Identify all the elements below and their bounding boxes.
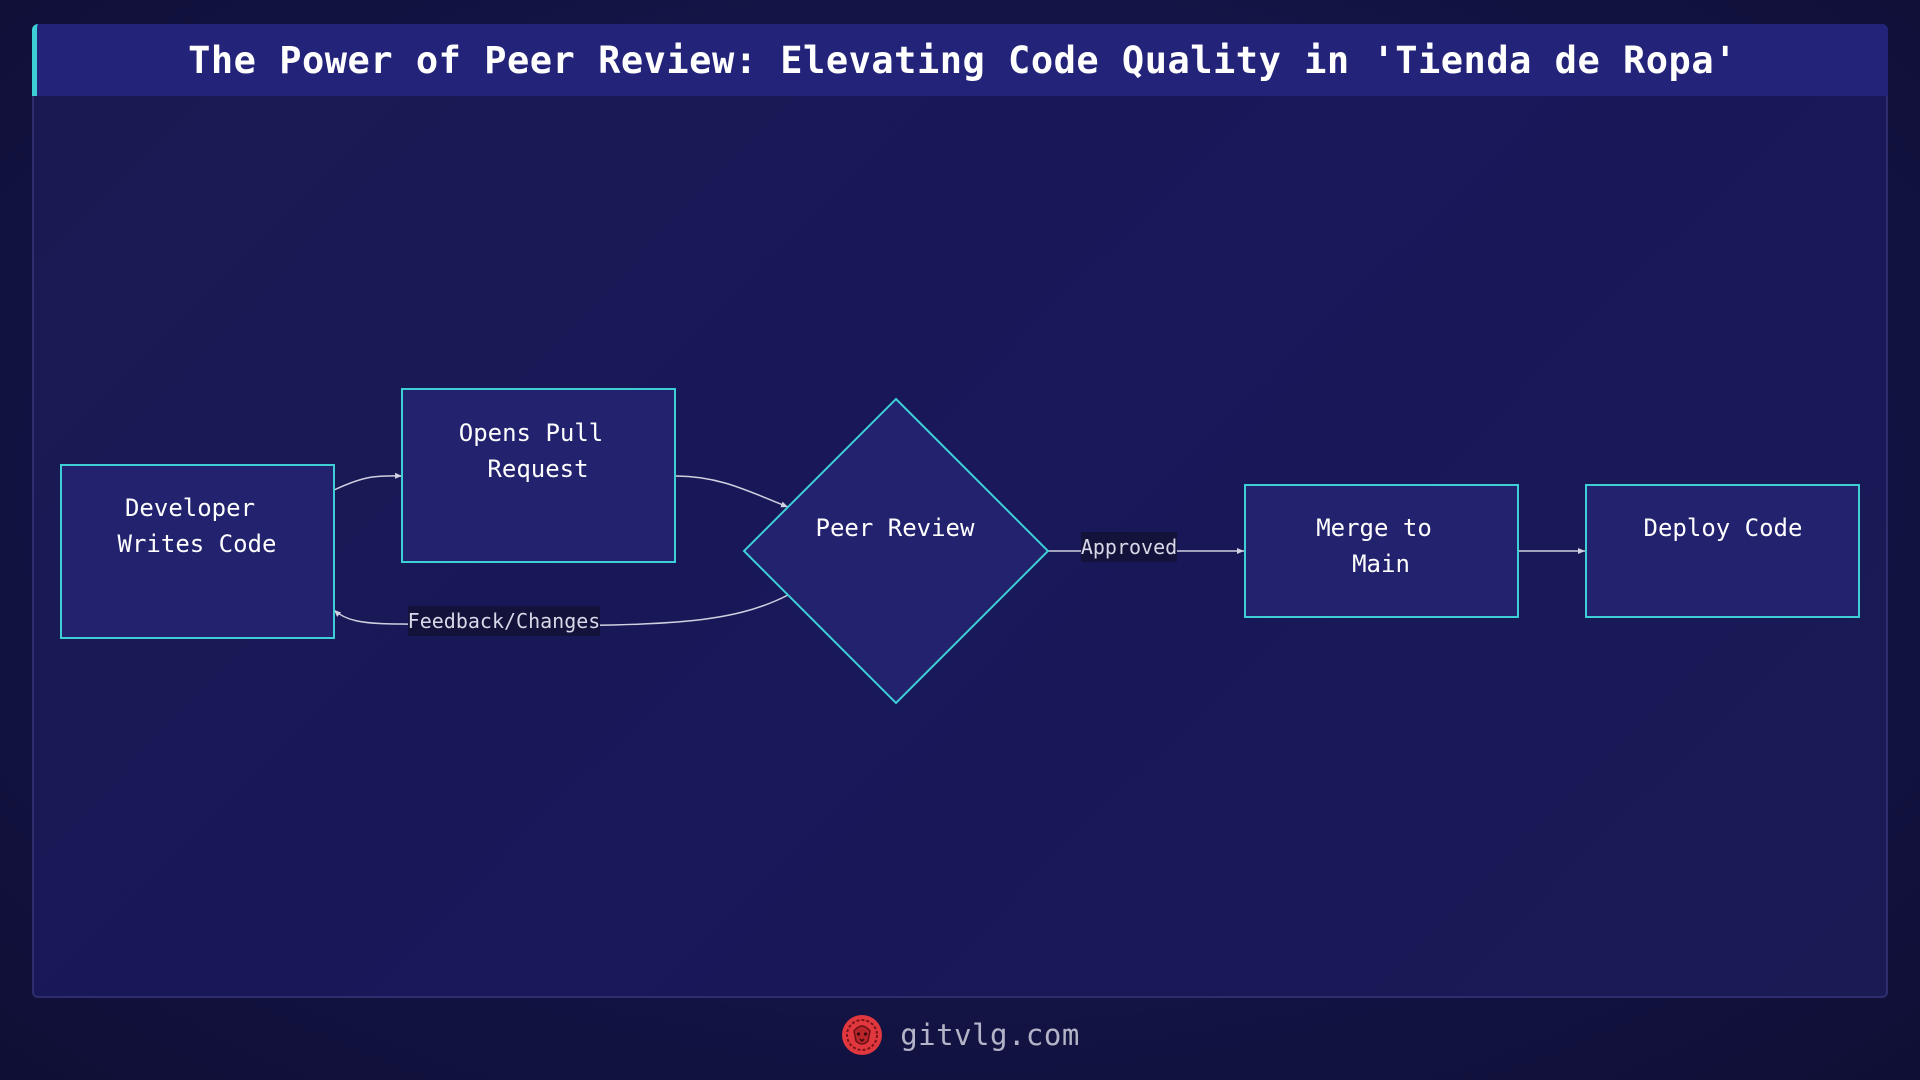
page-title: The Power of Peer Review: Elevating Code… [188,38,1737,82]
node-developer: Developer Writes Code [60,464,335,639]
edge-label-feedback: Feedback/Changes [408,606,601,636]
node-merge: Merge to Main [1244,484,1519,618]
node-merge-line-1: Merge to [1316,514,1432,542]
node-peer-review-label: Peer Review [816,514,975,542]
edge-label-feedback-text: Feedback/Changes [408,609,601,633]
node-pull-request-line-1: Opens Pull [459,419,604,447]
edge-pull-request-to-peer-review [675,475,789,508]
node-pull-request: Opens Pull Request [401,388,676,563]
edge-label-approved-text: Approved [1081,535,1177,559]
node-merge-line-2: Main [1352,550,1410,578]
footer-site-link[interactable]: gitvlg.com [900,1018,1080,1052]
edge-label-approved: Approved [1081,532,1177,562]
node-pull-request-line-2: Request [487,455,588,483]
footer: gitvlg.com [0,1010,1920,1060]
node-deploy-label: Deploy Code [1644,514,1803,542]
node-peer-review: Peer Review [742,397,1050,705]
node-developer-line-2: Writes Code [118,530,277,558]
node-deploy: Deploy Code [1585,484,1860,618]
edge-developer-to-pull-request [333,472,403,491]
node-developer-line-1: Developer [125,494,255,522]
title-bar: The Power of Peer Review: Elevating Code… [32,24,1888,96]
lion-logo-icon [842,1015,883,1055]
